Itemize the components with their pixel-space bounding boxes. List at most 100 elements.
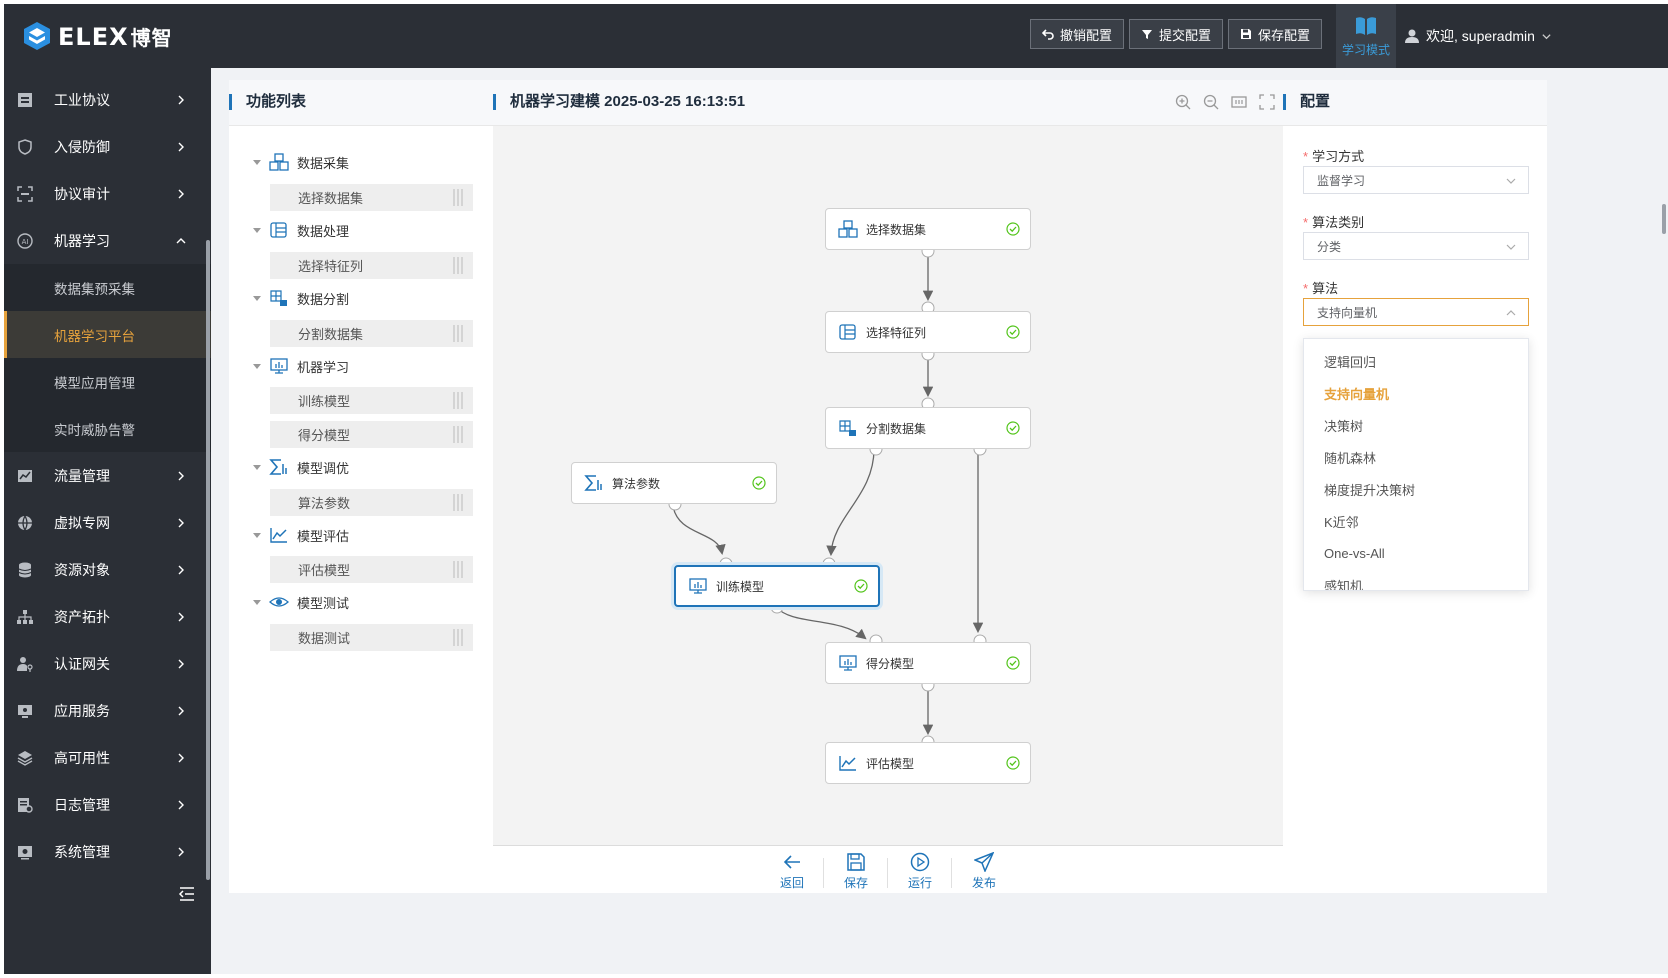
sidebar-item-intrusion-prevention[interactable]: 入侵防御 bbox=[4, 123, 211, 170]
func-item-data-test[interactable]: 数据测试 bbox=[270, 624, 473, 651]
func-category-data-processing[interactable]: 数据处理 bbox=[253, 218, 349, 242]
sidebar-item-traffic-management[interactable]: 流量管理 bbox=[4, 452, 211, 499]
submit-config-button[interactable]: 提交配置 bbox=[1129, 19, 1223, 49]
flow-node-select-feature-column[interactable]: 选择特征列 bbox=[825, 311, 1031, 353]
func-list-title: 功能列表 bbox=[229, 94, 306, 110]
sidebar-scrollbar[interactable] bbox=[206, 240, 210, 880]
flow-node-select-dataset[interactable]: 选择数据集 bbox=[825, 208, 1031, 250]
sidebar-item-auth-gateway[interactable]: 认证网关 bbox=[4, 640, 211, 687]
user-key-icon bbox=[17, 656, 33, 672]
chart-icon bbox=[18, 469, 32, 482]
sidebar-item-industrial-protocol[interactable]: 工业协议 bbox=[4, 76, 211, 123]
func-item-select-feature-column[interactable]: 选择特征列 bbox=[270, 252, 473, 279]
drag-handle-icon[interactable] bbox=[453, 561, 463, 578]
flow-node-split-dataset[interactable]: 分割数据集 bbox=[825, 407, 1031, 449]
func-item-score-model[interactable]: 得分模型 bbox=[270, 421, 473, 448]
sidebar-item-vpn[interactable]: 虚拟专网 bbox=[4, 499, 211, 546]
algorithm-option[interactable]: 决策树 bbox=[1304, 409, 1528, 441]
flow-node-evaluate-model[interactable]: 评估模型 bbox=[825, 742, 1031, 784]
sidebar-subitem-ml-platform[interactable]: 机器学习平台 bbox=[4, 311, 211, 358]
fullscreen-icon[interactable] bbox=[1259, 94, 1275, 110]
drag-handle-icon[interactable] bbox=[453, 426, 463, 443]
algorithm-select[interactable]: 支持向量机 bbox=[1303, 298, 1529, 326]
func-item-evaluate-model[interactable]: 评估模型 bbox=[270, 556, 473, 583]
sidebar-subitem-dataset-precollect[interactable]: 数据集预采集 bbox=[4, 264, 211, 311]
chevron-down-icon bbox=[1542, 33, 1551, 39]
drag-handle-icon[interactable] bbox=[453, 494, 463, 511]
select-value: 分类 bbox=[1317, 239, 1342, 254]
sidebar-item-app-service[interactable]: 应用服务 bbox=[4, 687, 211, 734]
chevron-right-icon bbox=[178, 471, 184, 480]
func-category-model-tuning[interactable]: 模型调优 bbox=[253, 455, 349, 479]
func-category-machine-learning[interactable]: 机器学习 bbox=[253, 354, 349, 378]
chevron-right-icon bbox=[178, 518, 184, 527]
page-scrollbar[interactable] bbox=[1662, 204, 1666, 234]
check-circle-icon bbox=[1006, 222, 1020, 236]
func-category-data-split[interactable]: 数据分割 bbox=[253, 286, 349, 310]
sidebar-item-high-availability[interactable]: 高可用性 bbox=[4, 734, 211, 781]
algorithm-option[interactable]: 逻辑回归 bbox=[1304, 345, 1528, 377]
algorithm-option[interactable]: 梯度提升决策树 bbox=[1304, 473, 1528, 505]
algorithm-option[interactable]: One-vs-All bbox=[1304, 537, 1528, 569]
drag-handle-icon[interactable] bbox=[453, 392, 463, 409]
sidebar-item-label: 入侵防御 bbox=[54, 138, 110, 155]
drag-handle-icon[interactable] bbox=[453, 325, 463, 342]
flow-node-algorithm-params[interactable]: 算法参数 bbox=[571, 462, 777, 504]
drag-handle-icon[interactable] bbox=[453, 629, 463, 646]
sidebar-subitem-label: 机器学习平台 bbox=[54, 328, 135, 344]
algorithm-option[interactable]: 感知机 bbox=[1304, 569, 1528, 591]
user-menu[interactable]: 欢迎, superadmin bbox=[1404, 24, 1552, 48]
sidebar-item-resource-objects[interactable]: 资源对象 bbox=[4, 546, 211, 593]
cubes-icon bbox=[838, 220, 858, 238]
sidebar-item-label: 高可用性 bbox=[54, 749, 110, 766]
back-button[interactable]: 返回 bbox=[772, 852, 812, 891]
sidebar-subitem-realtime-threat-alert[interactable]: 实时威胁告警 bbox=[4, 405, 211, 452]
drag-handle-icon[interactable] bbox=[453, 189, 463, 206]
algorithm-category-select[interactable]: 分类 bbox=[1303, 232, 1529, 260]
func-item-split-dataset[interactable]: 分割数据集 bbox=[270, 320, 473, 347]
algorithm-option[interactable]: 随机森林 bbox=[1304, 441, 1528, 473]
flow-node-train-model[interactable]: 训练模型 bbox=[674, 565, 880, 607]
func-category-label: 机器学习 bbox=[297, 359, 350, 375]
zoom-in-icon[interactable] bbox=[1175, 94, 1191, 110]
option-label: 决策树 bbox=[1324, 418, 1364, 434]
algorithm-option[interactable]: K近邻 bbox=[1304, 505, 1528, 537]
func-category-model-evaluation[interactable]: 模型评估 bbox=[253, 523, 349, 547]
publish-button[interactable]: 发布 bbox=[964, 852, 1004, 891]
func-item-train-model[interactable]: 训练模型 bbox=[270, 387, 473, 414]
welcome-text: 欢迎, superadmin bbox=[1426, 28, 1535, 44]
sidebar-item-machine-learning[interactable]: AI 机器学习 bbox=[4, 217, 211, 264]
save-button[interactable]: 保存 bbox=[836, 852, 876, 891]
revert-config-button[interactable]: 撤销配置 bbox=[1030, 19, 1124, 49]
fit-view-icon[interactable] bbox=[1231, 94, 1247, 110]
sidebar-item-protocol-audit[interactable]: 协议审计 bbox=[4, 170, 211, 217]
sidebar-item-log-management[interactable]: 日志管理 bbox=[4, 781, 211, 828]
caret-down-icon bbox=[253, 228, 261, 233]
func-category-data-collection[interactable]: 数据采集 bbox=[253, 150, 349, 174]
zoom-out-icon[interactable] bbox=[1203, 94, 1219, 110]
option-label: 随机森林 bbox=[1324, 450, 1377, 466]
func-item-select-dataset[interactable]: 选择数据集 bbox=[270, 184, 473, 211]
learn-mode-button[interactable]: 学习模式 bbox=[1336, 4, 1396, 68]
learning-mode-select[interactable]: 监督学习 bbox=[1303, 166, 1529, 194]
caret-down-icon bbox=[253, 160, 261, 165]
play-circle-icon bbox=[910, 852, 930, 872]
menu-collapse-icon[interactable] bbox=[178, 885, 196, 903]
document-icon bbox=[18, 92, 32, 107]
sidebar-item-system-management[interactable]: 系统管理 bbox=[4, 828, 211, 875]
save-config-button[interactable]: 保存配置 bbox=[1228, 19, 1322, 49]
sidebar-subitem-model-app-management[interactable]: 模型应用管理 bbox=[4, 358, 211, 405]
algorithm-option-selected[interactable]: 支持向量机 bbox=[1304, 377, 1528, 409]
run-button[interactable]: 运行 bbox=[900, 852, 940, 891]
save-config-label: 保存配置 bbox=[1257, 27, 1310, 43]
flow-node-score-model[interactable]: 得分模型 bbox=[825, 642, 1031, 684]
check-circle-icon bbox=[1006, 656, 1020, 670]
func-item-algorithm-params[interactable]: 算法参数 bbox=[270, 489, 473, 516]
caret-down-icon bbox=[253, 465, 261, 470]
drag-handle-icon[interactable] bbox=[453, 257, 463, 274]
option-label: K近邻 bbox=[1324, 514, 1359, 530]
sidebar-item-asset-topology[interactable]: 资产拓扑 bbox=[4, 593, 211, 640]
flow-canvas[interactable]: 选择数据集 选择特征列 分割数据集 算法参数 训练模型 bbox=[493, 126, 1283, 846]
func-category-model-testing[interactable]: 模型测试 bbox=[253, 590, 349, 614]
scan-icon bbox=[17, 185, 33, 202]
